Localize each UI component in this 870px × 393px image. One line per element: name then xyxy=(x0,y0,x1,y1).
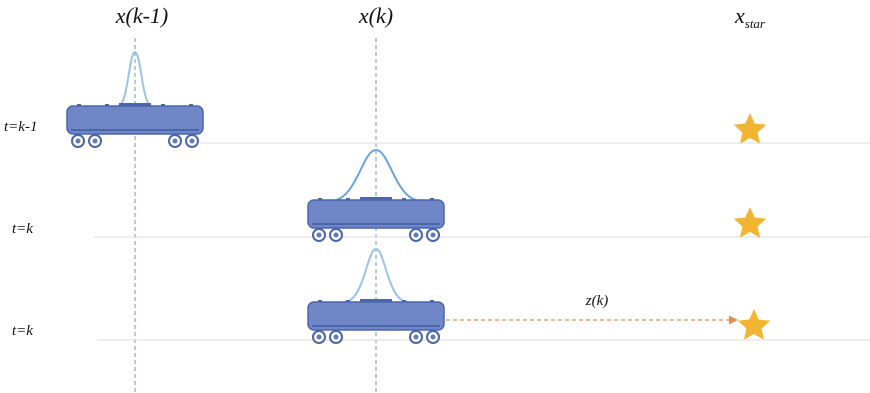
x-star-subscript: star xyxy=(745,16,766,31)
star-icon-row-1 xyxy=(734,113,766,144)
star-icon-row-2 xyxy=(734,207,766,238)
star-icon-row-3 xyxy=(738,309,770,340)
row-label-3: t=k xyxy=(12,323,33,339)
column-label-x-curr: x(k) xyxy=(358,3,393,28)
row-label-1: t=k-1 xyxy=(4,119,37,135)
railcar-icon-row-1 xyxy=(67,103,203,147)
x-star-base: x xyxy=(734,3,745,28)
railcar-icon-row-3 xyxy=(308,299,444,343)
column-label-x-prev: x(k-1) xyxy=(115,3,169,28)
row-label-2: t=k xyxy=(12,221,33,237)
measurement-label: z(k) xyxy=(585,293,609,309)
column-label-x-star: xstar xyxy=(734,3,766,31)
measurement-arrowhead xyxy=(729,316,738,325)
